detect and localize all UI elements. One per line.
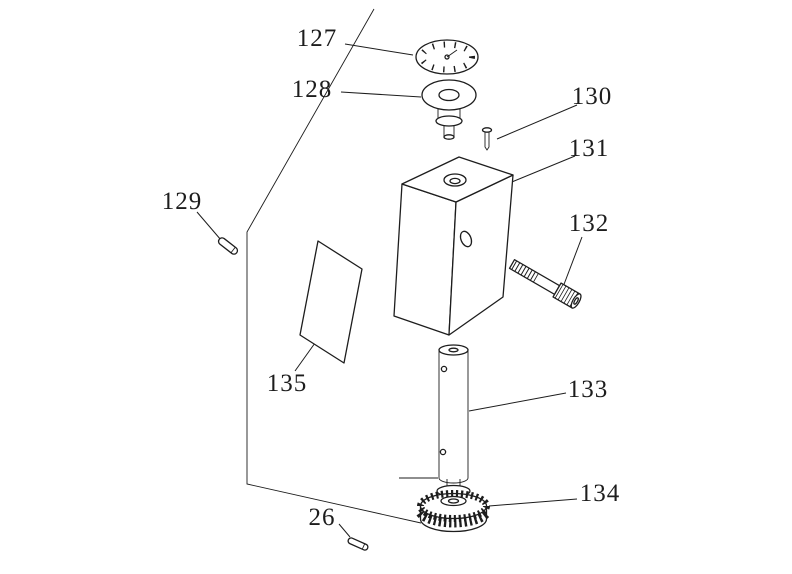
leader-133 — [468, 392, 567, 412]
callout-labels: 127 128 129 130 131 132 133 134 135 26 — [162, 25, 621, 531]
leader-127 — [344, 43, 414, 56]
leader-26 — [338, 523, 351, 538]
screw-head — [481, 127, 493, 133]
housing-front-face — [393, 183, 457, 336]
indicator-dial-127 — [415, 39, 479, 75]
leader-128 — [340, 91, 422, 98]
pin-body — [217, 237, 239, 255]
callout-127: 127 — [297, 25, 338, 52]
plate-outline — [299, 240, 363, 364]
housing-block-131 — [393, 156, 514, 336]
callout-135: 135 — [267, 370, 308, 397]
callout-129: 129 — [162, 188, 203, 215]
leader-130 — [496, 104, 578, 140]
pin-end-line — [361, 543, 366, 550]
shaft-bottom-arc — [438, 477, 469, 484]
bolt-threads — [511, 260, 539, 283]
gear-teeth-top — [417, 490, 490, 522]
cap-stem-end — [443, 134, 455, 140]
leader-131 — [506, 155, 576, 185]
callout-130: 130 — [572, 83, 613, 110]
shaft-top-bore — [448, 347, 459, 353]
housing-top-bore-inner — [449, 177, 461, 185]
shaft-lower-pin-hole — [439, 448, 447, 456]
dial-tick-marks — [419, 41, 475, 73]
cap-screw-132 — [508, 259, 582, 309]
shaft-133 — [438, 344, 469, 484]
callout-132: 132 — [569, 210, 610, 237]
reference-plane-lines — [246, 8, 438, 524]
shaft-upper-pin-hole — [440, 365, 448, 373]
plane-outline — [246, 8, 422, 524]
pin-body — [347, 537, 369, 551]
leader-lines — [196, 43, 583, 538]
pin-26 — [347, 537, 369, 551]
label-plate-135 — [299, 240, 363, 364]
screw-130 — [481, 127, 493, 151]
dial-hand — [446, 49, 458, 58]
gear-134 — [416, 479, 491, 533]
callout-26: 26 — [309, 504, 336, 531]
cap-flange — [435, 115, 463, 127]
leader-134 — [488, 498, 578, 507]
pin-end-line — [230, 247, 236, 253]
callout-128: 128 — [292, 76, 333, 103]
bolt-socket — [573, 297, 579, 305]
housing-side-bore — [459, 230, 473, 248]
leader-132 — [562, 236, 583, 288]
pin-129 — [217, 237, 239, 255]
bolt-shank — [508, 259, 561, 295]
callout-133: 133 — [568, 376, 609, 403]
cap-top-hub — [438, 88, 460, 102]
leader-129 — [196, 211, 222, 241]
screw-body — [484, 132, 490, 151]
callout-131: 131 — [569, 135, 610, 162]
dial-cap-128 — [421, 79, 477, 140]
gear-bore — [447, 498, 460, 504]
callout-134: 134 — [580, 480, 621, 507]
